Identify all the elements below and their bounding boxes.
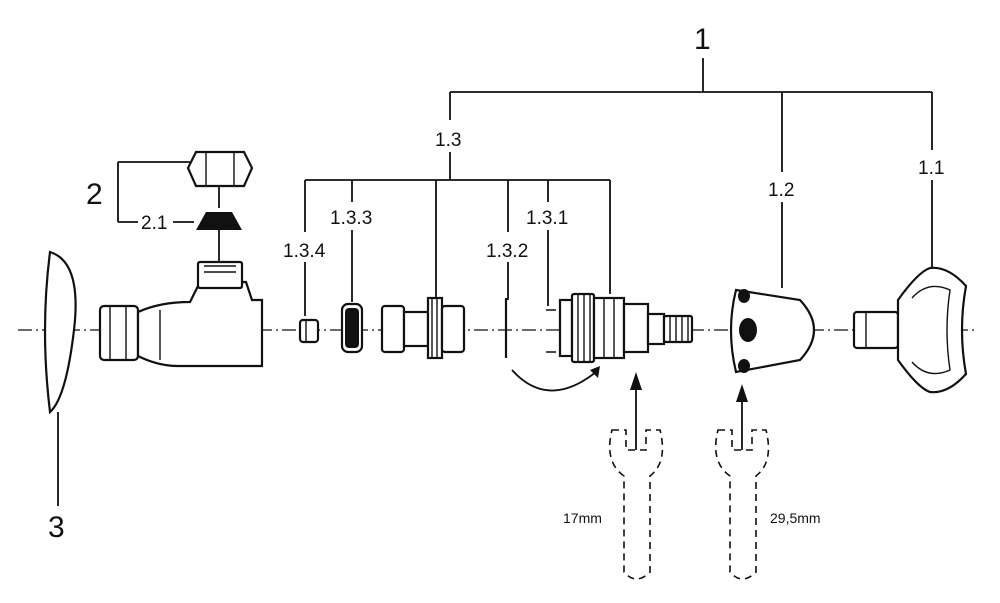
wrench-29-5mm bbox=[714, 384, 770, 580]
cone-insert bbox=[196, 212, 242, 230]
label-1-1: 1.1 bbox=[918, 158, 944, 179]
label-1-3-2: 1.3.2 bbox=[486, 241, 528, 262]
leader-lines bbox=[57, 58, 933, 506]
part-11-handle bbox=[852, 266, 968, 394]
wrench-29-5mm-label: 29,5mm bbox=[770, 510, 821, 526]
rotation-arrow bbox=[511, 366, 600, 392]
rosette-part bbox=[43, 250, 77, 415]
part-12-cap bbox=[729, 288, 815, 374]
part-131-cartridge bbox=[546, 292, 694, 364]
label-3: 3 bbox=[48, 511, 65, 544]
part-133-seal bbox=[340, 302, 364, 354]
label-1-2: 1.2 bbox=[768, 180, 794, 201]
wrench-17mm-label: 17mm bbox=[563, 510, 602, 526]
label-1-3-1: 1.3.1 bbox=[526, 208, 568, 229]
label-2-1: 2.1 bbox=[141, 213, 167, 234]
valve-body bbox=[98, 260, 264, 368]
part-134-washer bbox=[298, 318, 320, 344]
label-1-3: 1.3 bbox=[435, 130, 461, 151]
label-2: 2 bbox=[86, 178, 103, 211]
label-1: 1 bbox=[694, 23, 711, 56]
label-1-3-3: 1.3.3 bbox=[330, 208, 372, 229]
cap-nut bbox=[186, 150, 254, 188]
spindle-body bbox=[380, 296, 466, 360]
label-1-3-4: 1.3.4 bbox=[283, 241, 326, 262]
wrench-17mm bbox=[608, 372, 664, 580]
